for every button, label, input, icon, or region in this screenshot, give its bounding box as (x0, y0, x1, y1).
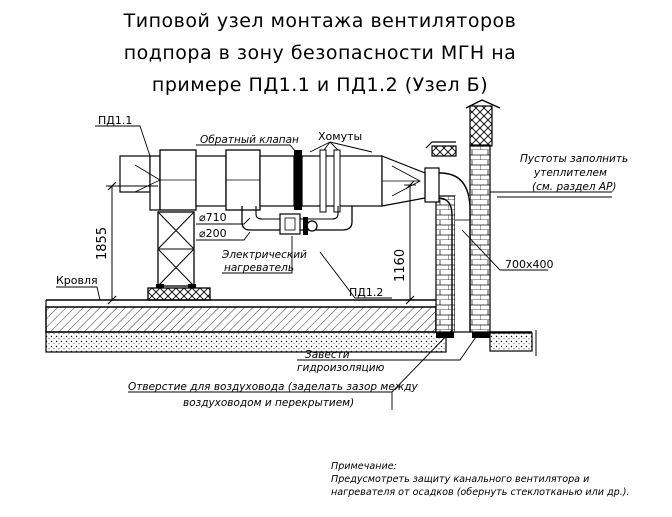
dimension-1160-label: 1160 (393, 249, 408, 282)
dimension-1160: 1160 (393, 180, 416, 305)
label-pd11: ПД1.1 (98, 114, 132, 127)
support-frame (147, 211, 211, 301)
title-line-3: примере ПД1.1 и ПД1.2 (Узел Б) (151, 74, 489, 96)
label-opening-1: Отверстие для воздуховода (заделать зазо… (128, 381, 419, 393)
label-roof: Кровля (56, 274, 98, 287)
label-voids-1: Пустоты заполнить (520, 153, 628, 165)
label-voids-2: утеплителем (533, 167, 607, 179)
title-line-2: подпора в зону безопасности МГН на (123, 42, 517, 64)
leader-lines (56, 125, 612, 410)
dimension-1855-label: 1855 (95, 227, 110, 260)
note-line-2: нагревателя от осадков (обернуть стеклот… (331, 487, 630, 498)
title-line-1: Типовой узел монтажа вентиляторов (123, 10, 517, 32)
label-heater-1: Электрический (221, 249, 307, 261)
note-line-1: Предусмотреть защиту канального вентилят… (331, 474, 590, 485)
label-check-valve: Обратный клапан (200, 134, 299, 146)
ventilation-shaft (425, 99, 501, 338)
dimension-1855: 1855 (95, 181, 158, 305)
label-heater-2: нагреватель (224, 262, 294, 274)
note-heading: Примечание: (331, 461, 397, 472)
note-block: Примечание: Предусмотреть защиту канальн… (331, 460, 671, 499)
label-voids-3: (см. раздел АР) (532, 181, 617, 193)
label-clamps: Хомуты (318, 130, 362, 143)
duct-assembly (119, 149, 426, 213)
slab-right (489, 330, 537, 356)
heater-duct (241, 206, 353, 235)
label-pd12: ПД1.2 (349, 286, 383, 299)
label-waterproof-2: гидроизоляцию (297, 362, 385, 374)
label-size-700x400: 700x400 (505, 258, 554, 271)
label-waterproof-1: Завести (305, 349, 350, 361)
roof-slab (45, 299, 447, 353)
label-d710: ⌀710 (199, 211, 227, 224)
label-d200: ⌀200 (199, 227, 227, 240)
label-opening-2: воздуховодом и перекрытием) (183, 397, 354, 409)
